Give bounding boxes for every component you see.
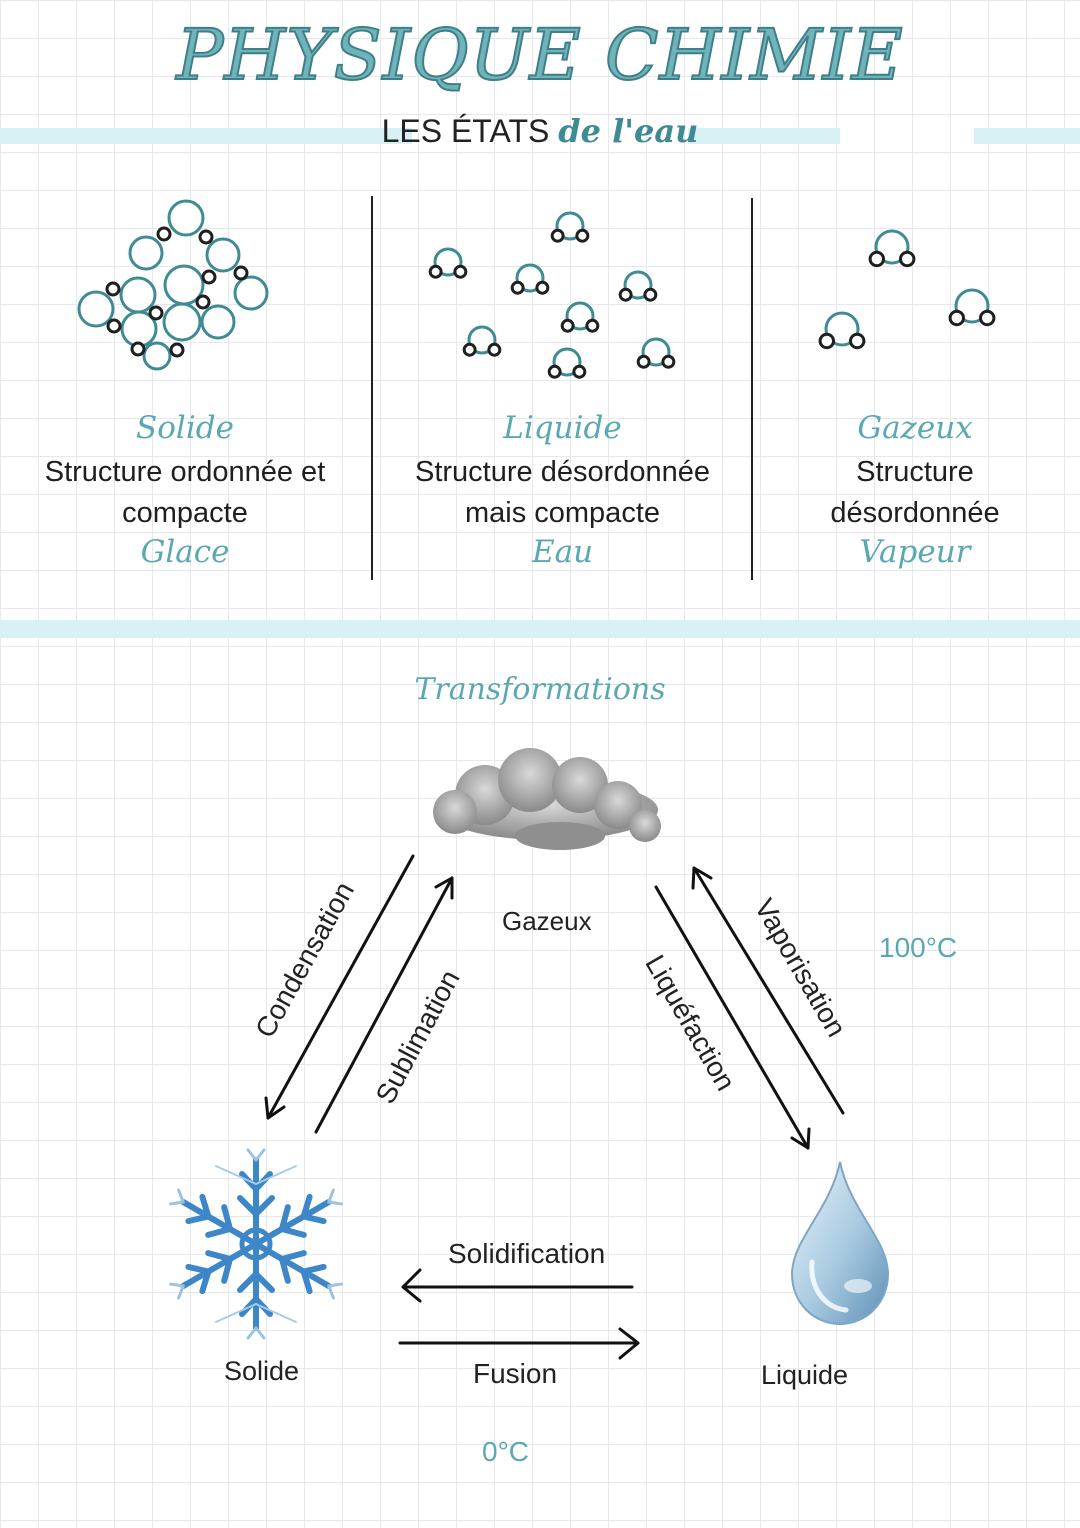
- sublimation-arrow: [314, 876, 454, 1134]
- state-example-gas: Vapeur: [859, 534, 971, 570]
- snowflake-icon: [167, 1148, 346, 1338]
- water-molecule: [462, 325, 502, 357]
- fusion-label: Fusion: [473, 1358, 558, 1389]
- water-molecule: [948, 288, 996, 327]
- gas-molecules: [818, 229, 996, 350]
- boiling-temperature: 100°C: [879, 932, 958, 963]
- water-drop-icon: [790, 1161, 890, 1326]
- state-column-gas: Gazeux Structure désordonnée Vapeur: [770, 410, 1060, 570]
- solidification-label: Solidification: [448, 1238, 606, 1269]
- water-molecule: [560, 301, 600, 333]
- header-band-mid: [688, 128, 840, 144]
- column-divider-1: [371, 196, 373, 580]
- water-molecule: [547, 347, 587, 379]
- section-band: [0, 620, 1080, 638]
- node-label-gas: Gazeux: [502, 906, 592, 936]
- state-column-solid: Solide Structure ordonnée et compacte Gl…: [20, 410, 350, 570]
- solid-hydrogens: [105, 226, 249, 358]
- water-molecule: [818, 311, 866, 350]
- state-name-gas: Gazeux: [857, 410, 973, 446]
- node-label-solid: Solide: [224, 1356, 300, 1386]
- water-molecule: [636, 337, 676, 369]
- fusion-arrow: [398, 1327, 640, 1360]
- header-band-left: [0, 128, 412, 144]
- subtitle-main: LES ÉTATS: [381, 113, 550, 149]
- state-example-liquid: Eau: [531, 534, 594, 570]
- column-divider-2: [751, 198, 753, 580]
- state-desc-gas-1: Structure: [856, 456, 974, 488]
- state-column-liquid: Liquide Structure désordonnée mais compa…: [390, 410, 735, 570]
- state-name-solid: Solide: [136, 410, 234, 446]
- state-desc-solid-1: Structure ordonnée et: [44, 456, 326, 488]
- water-molecule: [428, 247, 468, 279]
- page-title: PHYSIQUE CHIMIE: [175, 13, 904, 97]
- state-name-liquid: Liquide: [503, 410, 622, 446]
- solidification-arrow: [401, 1268, 634, 1303]
- subtitle-accent: de l'eau: [558, 112, 699, 150]
- node-label-liquid: Liquide: [761, 1360, 849, 1390]
- water-molecule: [618, 270, 658, 302]
- state-example-solid: Glace: [140, 534, 230, 570]
- cloud-icon: [433, 748, 661, 850]
- liquid-molecules: [428, 211, 676, 379]
- solid-molecules: [77, 199, 269, 371]
- page-subtitle: LES ÉTATS de l'eau: [0, 112, 1080, 150]
- water-molecule: [868, 229, 916, 268]
- water-molecule: [550, 211, 590, 243]
- state-desc-gas-2: désordonnée: [830, 497, 1000, 529]
- state-desc-liquid-1: Structure désordonnée: [414, 456, 711, 488]
- water-molecule: [510, 263, 550, 295]
- vaporisation-arrow: [691, 866, 845, 1115]
- state-desc-solid-2: compacte: [122, 497, 248, 529]
- liquefaction-arrow: [654, 885, 811, 1150]
- header-band-right: [974, 128, 1080, 144]
- condensation-arrow: [264, 854, 415, 1120]
- state-desc-liquid-2: mais compacte: [464, 497, 660, 529]
- freezing-temperature: 0°C: [482, 1436, 529, 1467]
- transformations-heading: Transformations: [414, 672, 666, 707]
